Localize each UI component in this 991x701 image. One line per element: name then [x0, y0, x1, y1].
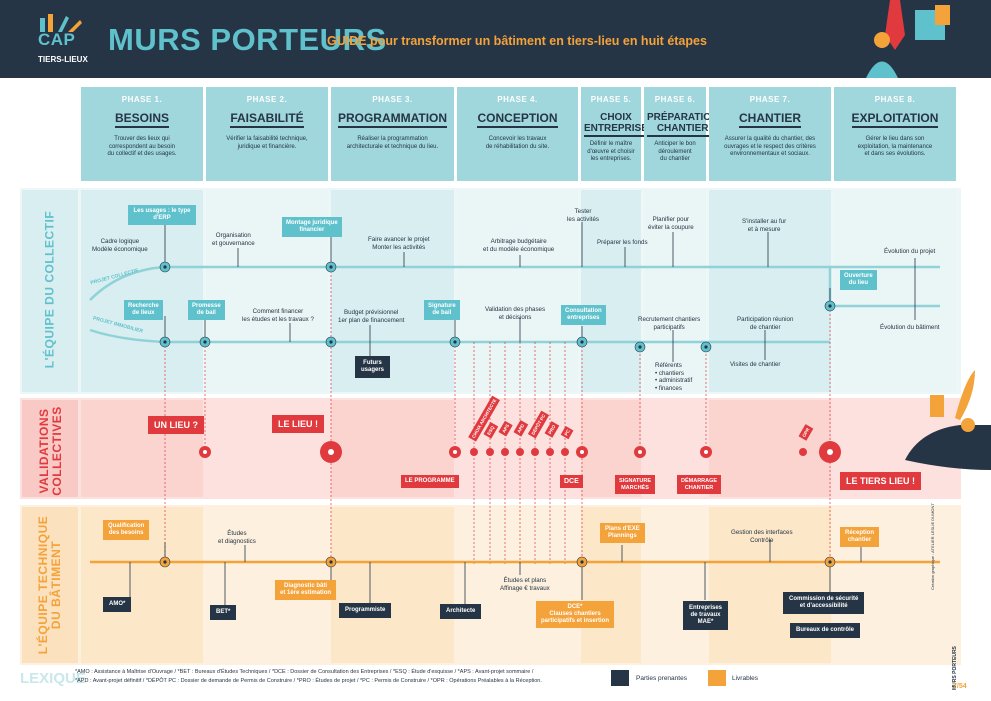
- band-label-validations: VALIDATIONS COLLECTIVES: [37, 406, 64, 496]
- phase-title: CONCEPTION: [477, 112, 558, 128]
- box-bureaux-controle: Bureaux de contrôle: [790, 623, 861, 638]
- phase-number: PHASE 5.: [590, 95, 632, 104]
- phase-number: PHASE 6.: [654, 95, 696, 104]
- text-evolution-batiment: Évolution du bâtiment: [880, 324, 940, 331]
- character-illustration-icon: [866, 0, 950, 78]
- phase-title: PRÉPARATION CHANTIER: [647, 112, 719, 137]
- phase-7: PHASE 7. CHANTIER Assurer la qualité du …: [709, 87, 831, 181]
- box-usages: Les usages : le type d'ERP: [128, 205, 196, 225]
- phase-8: PHASE 8. EXPLOITATION Gérer le lieu dans…: [834, 87, 956, 181]
- text-evolution-projet: Évolution du projet: [884, 248, 936, 255]
- phase-2: PHASE 2. FAISABILITÉ Vérifier la faisabi…: [206, 87, 328, 181]
- badge-dce: DCE: [560, 475, 583, 488]
- page-subtitle: GUIDE pour transformer un bâtiment en ti…: [327, 34, 707, 48]
- phase-5: PHASE 5. CHOIX ENTREPRISE Définir le maî…: [581, 87, 648, 181]
- badge-le-programme: LE PROGRAMME: [401, 475, 459, 488]
- phase-title: EXPLOITATION: [851, 112, 939, 128]
- phase-3: PHASE 3. PROGRAMMATION Réaliser la progr…: [331, 87, 454, 181]
- phase-4: PHASE 4. CONCEPTION Concevoir les travau…: [457, 87, 578, 181]
- text-referents: Référents• chantiers• administratif• fin…: [655, 362, 693, 392]
- credit-text: Création graphique : ATELIER LESLIE DUMO…: [930, 503, 935, 590]
- phase-title: FAISABILITÉ: [230, 112, 304, 128]
- box-architecte: Architecte: [440, 604, 482, 619]
- band-label-technique: L'ÉQUIPE TECHNIQUE DU BÂTIMENT: [36, 515, 63, 655]
- lexique-text: *AMO : Assistance à Maîtrise d'Ouvrage /…: [75, 669, 542, 684]
- logo-subtitle: TIERS-LIEUX: [38, 55, 88, 64]
- box-amo: AMO*: [103, 597, 132, 612]
- phase-title: CHOIX ENTREPRISE: [584, 112, 648, 137]
- badge-le-lieu: LE LIEU !: [272, 415, 324, 433]
- text-preparer-fonds: Préparer les fonds: [597, 239, 648, 246]
- text-visites: Visites de chantier: [730, 361, 781, 368]
- logo-cap: CAP: [38, 30, 76, 49]
- box-bet: BET*: [210, 605, 237, 620]
- page-number: 7/54: [953, 683, 967, 690]
- phase-6: PHASE 6. PRÉPARATION CHANTIER Anticiper …: [644, 87, 719, 181]
- band-label-collectif: L'ÉQUIPE DU COLLECTIF: [42, 210, 57, 369]
- badge-le-tiers-lieu: LE TIERS LIEU !: [840, 472, 922, 490]
- legend-parties: Parties prenantes: [636, 675, 687, 682]
- phase-number: PHASE 4.: [497, 95, 538, 104]
- page-title: MURS PORTEURS: [108, 22, 387, 57]
- lexique-title: LEXIQUE: [20, 670, 86, 687]
- header-banner: [0, 0, 991, 78]
- legend-livrables: Livrables: [732, 675, 759, 682]
- logo-icon: [40, 14, 82, 32]
- phase-number: PHASE 3.: [372, 95, 413, 104]
- phase-title: PROGRAMMATION: [337, 112, 448, 128]
- phase-number: PHASE 8.: [874, 95, 916, 104]
- box-programmiste: Programmiste: [339, 603, 392, 618]
- phase-title: BESOINS: [114, 112, 169, 128]
- phase-number: PHASE 7.: [749, 95, 791, 104]
- badge-un-lieu: UN LIEU ?: [148, 416, 204, 434]
- phase-number: PHASE 2.: [246, 95, 288, 104]
- legend-swatch-livrables: [708, 670, 726, 686]
- legend-swatch-parties: [611, 670, 629, 686]
- phase-title: CHANTIER: [739, 112, 801, 128]
- phase-desc: Vérifier la faisabilité technique,juridi…: [226, 136, 308, 150]
- phase-number: PHASE 1.: [121, 95, 163, 104]
